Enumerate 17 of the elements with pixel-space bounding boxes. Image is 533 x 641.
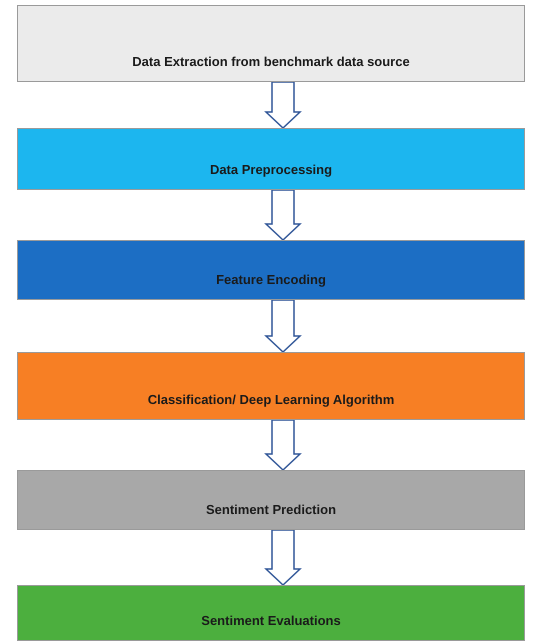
box-label: Feature Encoding xyxy=(216,270,326,289)
hollow-arrow xyxy=(264,299,302,354)
hollow-arrow xyxy=(264,81,302,130)
process-box xyxy=(17,128,525,190)
box-label: Classification/ Deep Learning Algorithm xyxy=(148,390,394,409)
hollow-arrow xyxy=(264,529,302,586)
process-box xyxy=(17,585,525,641)
box-label: Sentiment Evaluations xyxy=(201,612,341,630)
process-box xyxy=(17,352,525,420)
hollow-arrow xyxy=(264,189,302,242)
box-label: Data Extraction from benchmark data source xyxy=(132,52,410,70)
box-label: Data Preprocessing xyxy=(210,160,332,179)
process-box xyxy=(17,240,525,300)
process-box xyxy=(17,5,525,82)
hollow-arrow xyxy=(264,419,302,472)
process-box xyxy=(17,470,525,530)
box-label: Sentiment Prediction xyxy=(206,500,336,518)
